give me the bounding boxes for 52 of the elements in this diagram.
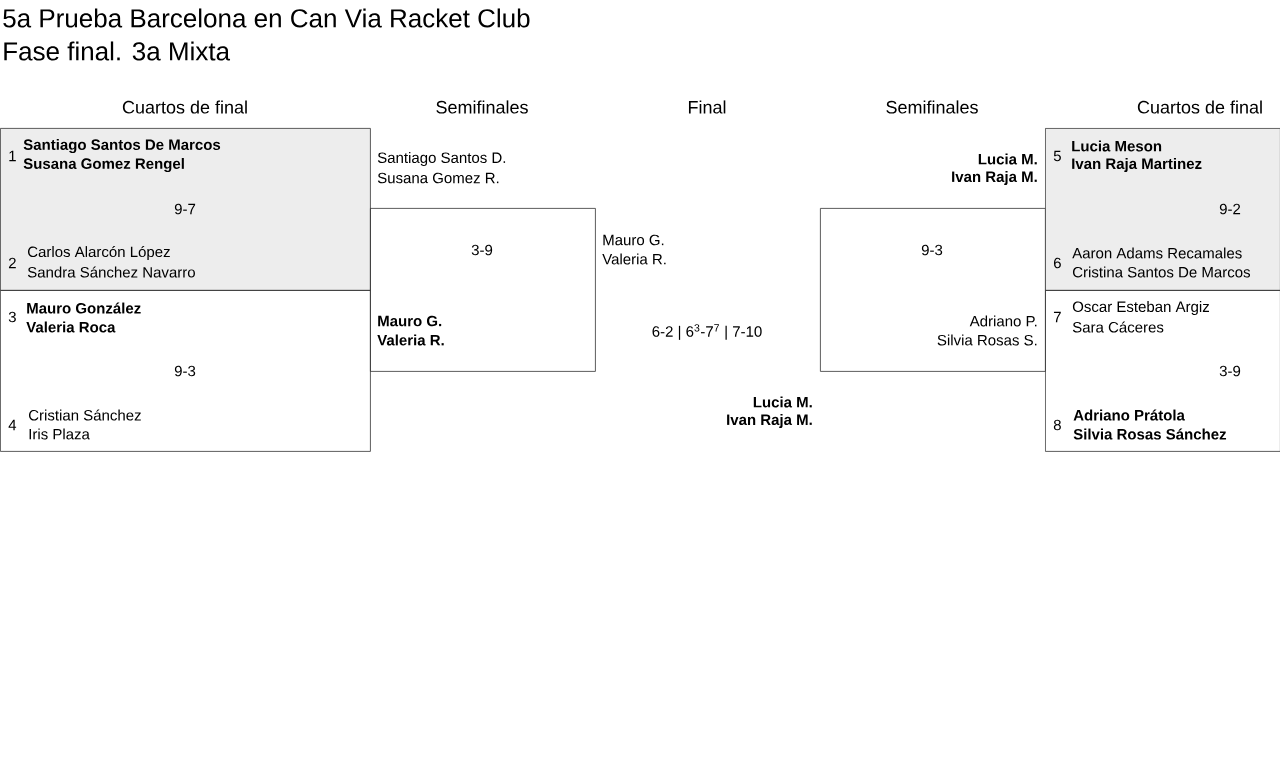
match-box — [370, 208, 596, 372]
match-box — [0, 290, 371, 452]
seed-number: 1 — [9, 150, 16, 162]
player-name: Susana Gomez R. — [377, 172, 499, 184]
player-name: Mauro González — [27, 302, 141, 314]
player-name: Ivan Raja Martinez — [1072, 158, 1202, 172]
player-name: Sandra Sánchez Navarro — [27, 266, 195, 278]
seed-number: 8 — [1053, 419, 1061, 431]
player-name: Iris Plaza — [29, 428, 90, 440]
player-name: Aaron Adams Recamales — [1072, 247, 1242, 259]
match-box — [820, 208, 1046, 372]
player-name: Cristian Sánchez — [29, 409, 141, 421]
subtitle: Fase final. 3a Mixta — [4, 41, 230, 61]
player-name: Carlos Alarcón López — [28, 245, 170, 261]
player-name: Ivan Raja M. — [952, 171, 1037, 185]
player-name: Lucia Meson — [1072, 140, 1162, 152]
seed-number: 4 — [8, 419, 17, 431]
match-score: 3-9 — [471, 244, 493, 256]
player-name: Susana Gomez Rengel — [23, 158, 184, 173]
seed-number: 5 — [1053, 150, 1061, 162]
player-name: Valeria R. — [377, 334, 444, 346]
match-score: 9-7 — [174, 203, 196, 215]
player-name: Oscar Esteban Argiz — [1072, 301, 1209, 315]
player-name: Valeria Roca — [26, 321, 116, 333]
player-name: Lucia M. — [978, 153, 1037, 165]
match-score: 9-3 — [921, 244, 943, 256]
player-name: Lucia M. — [753, 396, 812, 408]
player-name: Silvia Rosas S. — [937, 334, 1037, 346]
match-score: 9-3 — [174, 365, 196, 377]
player-name: Mauro G. — [378, 315, 442, 327]
match-box — [1045, 128, 1280, 291]
match-score: 6-2 | 6$^{3}$-7$^{7}$ | 7-10 — [652, 324, 762, 340]
round-heading: Semifinales — [886, 100, 978, 114]
match-box — [0, 128, 371, 291]
player-name: Santiago Santos De Marcos — [23, 139, 221, 154]
match-score: 9-2 — [1219, 203, 1241, 215]
player-name: Silvia Rosas Sánchez — [1073, 428, 1227, 440]
diagram-title: 5a Prueba Barcelona en Can Via Racket Club — [3, 8, 530, 28]
player-name: Cristina Santos De Marcos — [1072, 266, 1250, 278]
match-box — [1045, 290, 1280, 452]
player-name: Adriano P. — [969, 315, 1037, 327]
match-score: 3-9 — [1219, 365, 1241, 377]
seed-number: 7 — [1053, 311, 1061, 323]
player-name: Sara Cáceres — [1072, 321, 1164, 333]
round-heading: Semifinales — [436, 100, 528, 114]
player-name: Ivan Raja M. — [727, 414, 812, 428]
player-name: Santiago Santos D. — [377, 152, 506, 166]
seed-number: 3 — [8, 311, 16, 323]
round-heading: Final — [688, 100, 726, 114]
seed-number: 6 — [1053, 257, 1061, 269]
player-name: Adriano Prátola — [1073, 409, 1185, 421]
seed-number: 2 — [8, 257, 16, 269]
